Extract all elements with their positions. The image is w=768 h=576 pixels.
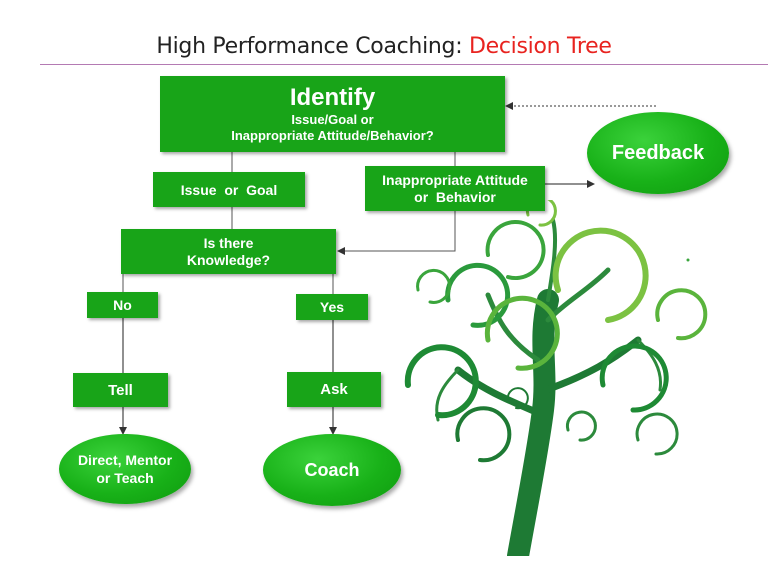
ask-box: Ask [287, 372, 381, 407]
identify-title: Identify [289, 84, 376, 111]
tell-box: Tell [73, 373, 168, 407]
tree-illustration [404, 200, 708, 556]
knowledge-label-2: Knowledge? [186, 251, 271, 268]
knowledge-label-1: Is there [203, 234, 254, 251]
issue-goal-label: Issue or Goal [180, 181, 278, 198]
inappropriate-label-1: Inappropriate Attitude [382, 171, 528, 188]
yes-box: Yes [296, 294, 368, 320]
tell-label: Tell [108, 381, 133, 399]
title-accent: Decision Tree [469, 34, 612, 59]
no-box: No [87, 292, 158, 318]
issue-goal-box: Issue or Goal [153, 172, 305, 207]
yes-label: Yes [319, 299, 345, 315]
connector-inappropriate-knowledge [337, 211, 456, 255]
direct-label-1: Direct, Mentor [77, 452, 173, 468]
identify-subtitle-1: Issue/Goal or [291, 112, 374, 127]
title-divider [40, 64, 768, 65]
feedback-label: Feedback [611, 141, 705, 164]
direct-label-2: or Teach [96, 470, 154, 486]
page-title: High Performance Coaching: Decision Tree [0, 34, 768, 59]
direct-mentor-teach-oval: Direct, Mentor or Teach [59, 434, 191, 504]
no-label: No [113, 297, 132, 313]
coach-oval: Coach [263, 434, 401, 506]
feedback-oval: Feedback [587, 112, 729, 194]
coach-label: Coach [304, 459, 360, 480]
identify-box: Identify Issue/Goal or Inappropriate Att… [160, 76, 505, 152]
title-main: High Performance Coaching: [156, 34, 470, 59]
ask-label: Ask [320, 381, 348, 398]
knowledge-box: Is there Knowledge? [121, 229, 336, 274]
inappropriate-label-2: or Behavior [414, 188, 496, 205]
identify-subtitle-2: Inappropriate Attitude/Behavior? [231, 128, 434, 143]
inappropriate-box: Inappropriate Attitude or Behavior [365, 166, 545, 211]
